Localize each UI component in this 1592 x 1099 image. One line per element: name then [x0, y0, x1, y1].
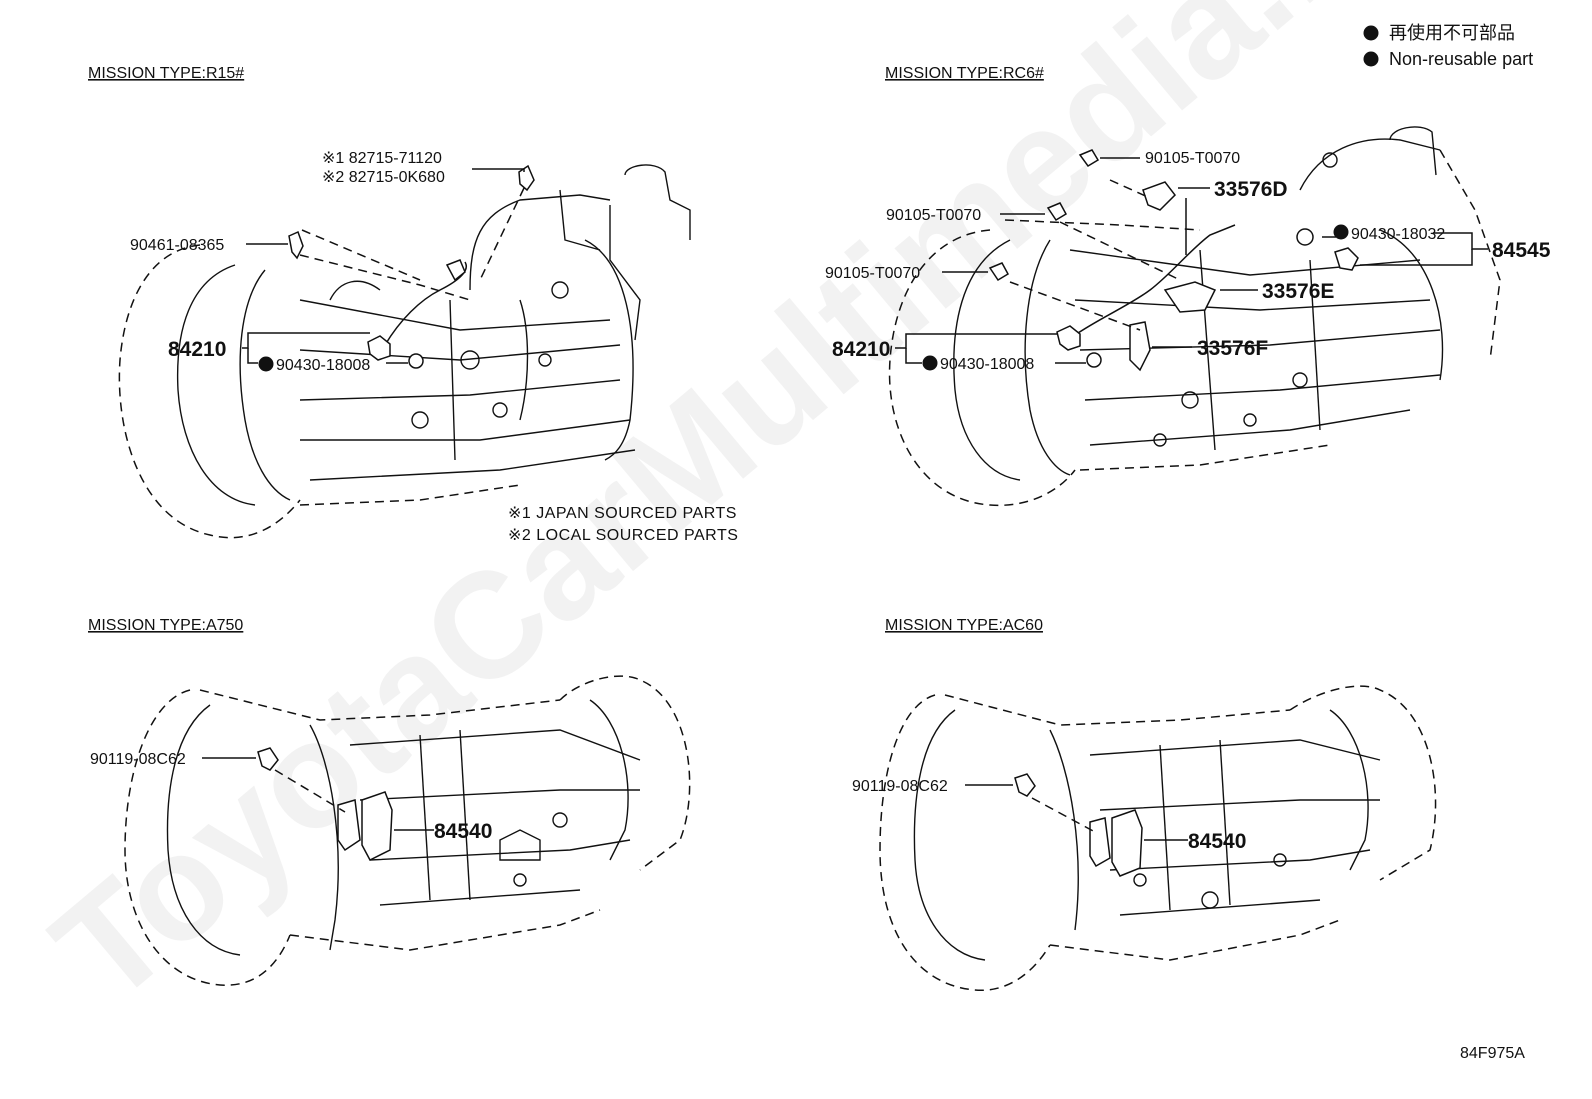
- wire-harness: [384, 261, 467, 346]
- callout-90119-08c62: 90119-08C62: [852, 778, 948, 795]
- transmission-ac60-sketch: [879, 685, 1437, 991]
- clip-icon: [288, 230, 304, 260]
- callout-90430-18008: 90430-18008: [276, 357, 370, 374]
- non-reusable-dot-icon: [1333, 224, 1349, 240]
- callout-90430-18008: 90430-18008: [940, 356, 1034, 373]
- legend-label-ja: 再使用不可部品: [1389, 23, 1515, 43]
- non-reusable-dot-icon: [1363, 25, 1379, 41]
- section-title: MISSION TYPE:R15#: [88, 65, 244, 82]
- section-a750: MISSION TYPE:A750 90119-08C62 84540: [88, 617, 691, 986]
- callout-90105-t0070-low: 90105-T0070: [825, 265, 920, 282]
- gasket-icon: [1086, 352, 1102, 368]
- transmission-a750-sketch: [124, 675, 691, 986]
- callout-84545: 84545: [1492, 239, 1551, 262]
- section-rc6: MISSION TYPE:RC6#: [825, 65, 1551, 507]
- callout-33576e: 33576E: [1262, 280, 1334, 303]
- bolt-icon: [988, 262, 1010, 282]
- section-ac60: MISSION TYPE:AC60 90119-08C62 84540: [852, 617, 1437, 991]
- bracket-icon: [1089, 817, 1111, 868]
- callout-33576d: 33576D: [1214, 178, 1288, 201]
- callout-90119-08c62: 90119-08C62: [90, 751, 186, 768]
- callout-82715-71120: ※1 82715-71120: [322, 150, 442, 167]
- bolt-icon: [257, 747, 279, 771]
- legend-label-en: Non-reusable part: [1389, 49, 1533, 69]
- switch-84545-icon: [1334, 247, 1359, 271]
- callout-90105-t0070-top: 90105-T0070: [1145, 150, 1240, 167]
- switch-84210-icon: [1056, 325, 1081, 351]
- note-local-sourced: ※2 LOCAL SOURCED PARTS: [508, 527, 738, 544]
- switch-84540-icon: [361, 791, 393, 861]
- callout-90430-18032: 90430-18032: [1351, 226, 1445, 243]
- wire-harness: [1074, 224, 1236, 336]
- non-reusable-dot-icon: [258, 356, 274, 372]
- callout-90461-08365: 90461-08365: [130, 237, 224, 254]
- connector-icon: [445, 259, 466, 282]
- callout-90105-t0070-mid: 90105-T0070: [886, 207, 981, 224]
- figure-code: 84F975A: [1460, 1045, 1525, 1062]
- section-title: MISSION TYPE:RC6#: [885, 65, 1044, 82]
- callout-82715-0K680: ※2 82715-0K680: [322, 169, 445, 186]
- gasket-right-icon: [1296, 228, 1314, 246]
- switch-84210-icon: [367, 335, 391, 361]
- bracket-33576d-icon: [1142, 181, 1176, 211]
- note-japan-sourced: ※1 JAPAN SOURCED PARTS: [508, 505, 737, 522]
- gasket-icon: [408, 353, 424, 369]
- legend: 再使用不可部品 Non-reusable part: [1363, 23, 1533, 69]
- callout-84540: 84540: [434, 820, 492, 843]
- bracket-33576f-icon: [1129, 321, 1151, 372]
- callout-84210: 84210: [168, 338, 226, 361]
- clamp-icon: [518, 164, 535, 192]
- bolt-icon: [1046, 202, 1068, 222]
- transmission-r15-sketch: [118, 164, 691, 539]
- bracket-33576e-icon: [1163, 281, 1217, 313]
- non-reusable-dot-icon: [922, 355, 938, 371]
- section-r15: MISSION TYPE:R15#: [88, 65, 738, 544]
- callout-84210: 84210: [832, 338, 890, 361]
- bolt-icon: [1078, 149, 1100, 167]
- section-title: MISSION TYPE:A750: [88, 617, 243, 634]
- callout-33576f: 33576F: [1197, 337, 1268, 360]
- callout-84540: 84540: [1188, 830, 1246, 853]
- switch-84540-icon: [1111, 809, 1143, 877]
- section-title: MISSION TYPE:AC60: [885, 617, 1043, 634]
- non-reusable-dot-icon: [1363, 51, 1379, 67]
- bracket-icon: [337, 799, 361, 852]
- bolt-icon: [1014, 773, 1036, 797]
